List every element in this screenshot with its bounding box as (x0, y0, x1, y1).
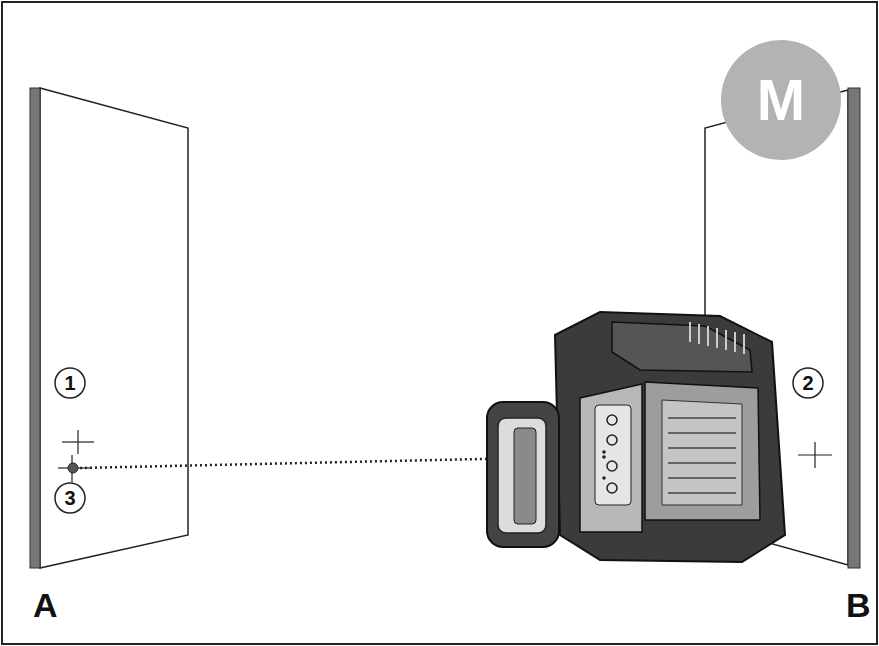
logo-badge: M (719, 38, 843, 162)
wall-letter: B (846, 588, 871, 622)
callout-text: 3 (64, 488, 75, 508)
wall-b-edge (848, 88, 860, 568)
laser-dot (68, 463, 78, 473)
wall-a (40, 88, 188, 568)
mark-cross (798, 442, 832, 468)
wall-a-edge (30, 88, 40, 568)
callout-number: 1 (53, 366, 87, 400)
mark-cross (58, 430, 94, 482)
logo-letter: M (757, 71, 805, 129)
callout-number: 3 (53, 481, 87, 515)
callout-number: 2 (791, 366, 825, 400)
callout-text: 2 (802, 373, 813, 393)
laser-beam (80, 458, 525, 468)
wall-letter: A (33, 588, 58, 622)
callout-text: 1 (64, 373, 75, 393)
rotary-laser (487, 312, 785, 562)
